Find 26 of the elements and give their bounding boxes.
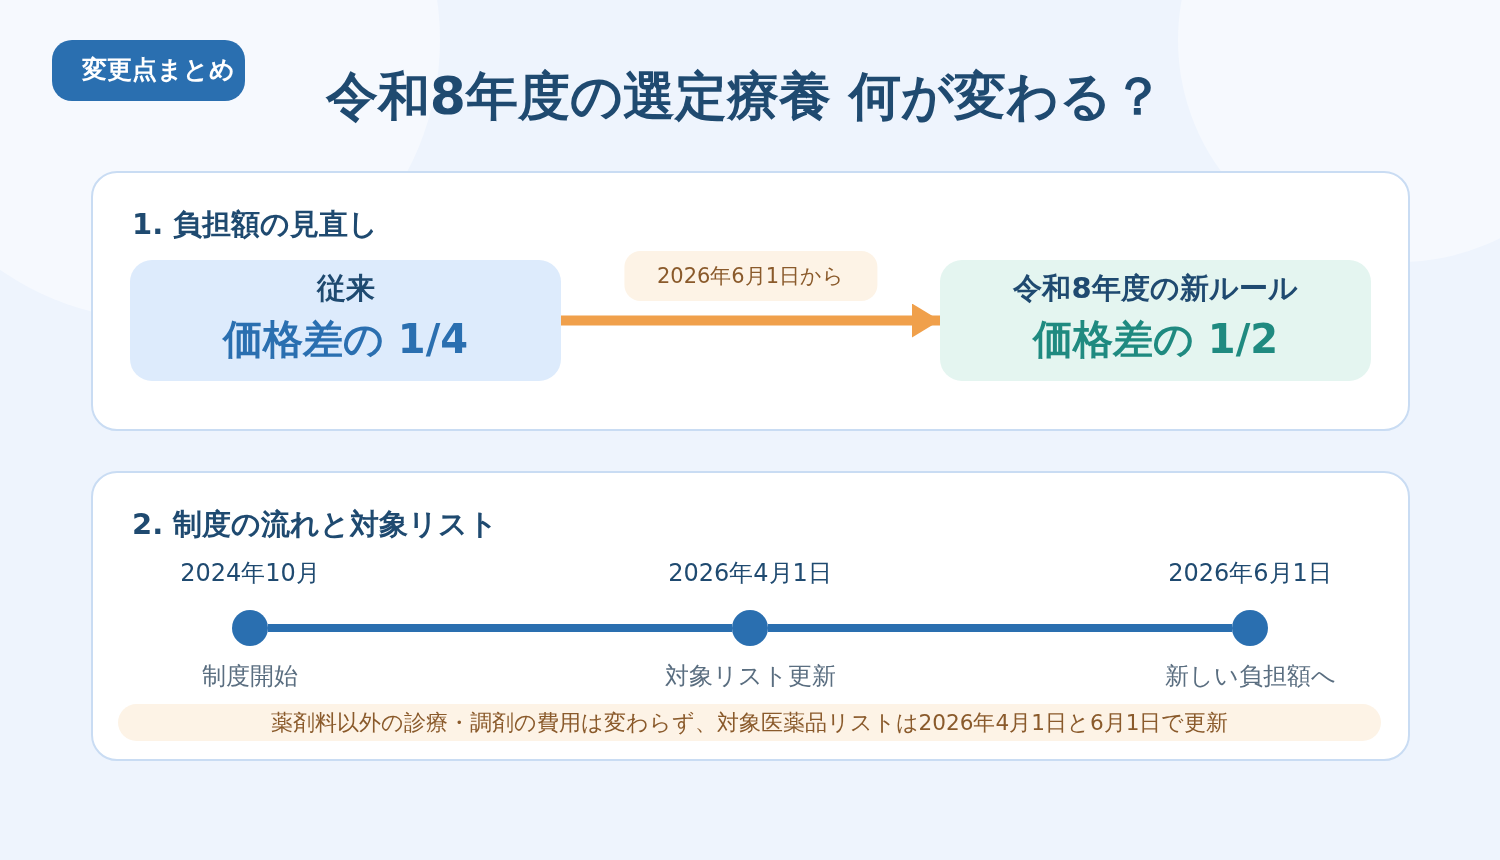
date-label: 2026年6月1日 [1168,558,1332,588]
tag-label [52,40,245,101]
timeline-dot [1232,610,1268,646]
box-heading: 令和8年度の新ルール [1013,270,1298,306]
ratio-text: 価格差の 1/4 [222,315,469,363]
note-text: 薬剤料以外の診療・調剤の費用は変わらず、対象医薬品リストは2026年4月1日と6月1日で更新 [270,709,1229,736]
section-panel [91,471,1410,761]
timeline-line [268,624,732,632]
section-panel [91,171,1410,431]
timeline-dot [732,610,768,646]
date-label: 2024年10月 [180,558,320,588]
arrow [561,303,940,338]
diagram-title: 令和8年度の選定療養 何が変わる？ [325,64,1165,128]
ratio-text: 価格差の 1/2 [1032,315,1279,363]
tag-text: 変更点まとめ [82,55,235,85]
box-heading: 従来 [316,270,375,306]
date-label: 2026年4月1日 [668,558,832,588]
event-label: 新しい負担額へ [1164,661,1336,691]
event-label: 制度開始 [202,661,298,691]
note-bar [118,704,1381,741]
event-label: 対象リスト更新 [664,661,836,691]
timeline-line [768,624,1232,632]
section-heading: 1. 負担額の見直し [132,206,379,242]
edge-label: 2026年6月1日から [623,250,878,301]
section-heading: 2. 制度の流れと対象リスト [132,506,499,542]
timeline-dot [232,610,268,646]
